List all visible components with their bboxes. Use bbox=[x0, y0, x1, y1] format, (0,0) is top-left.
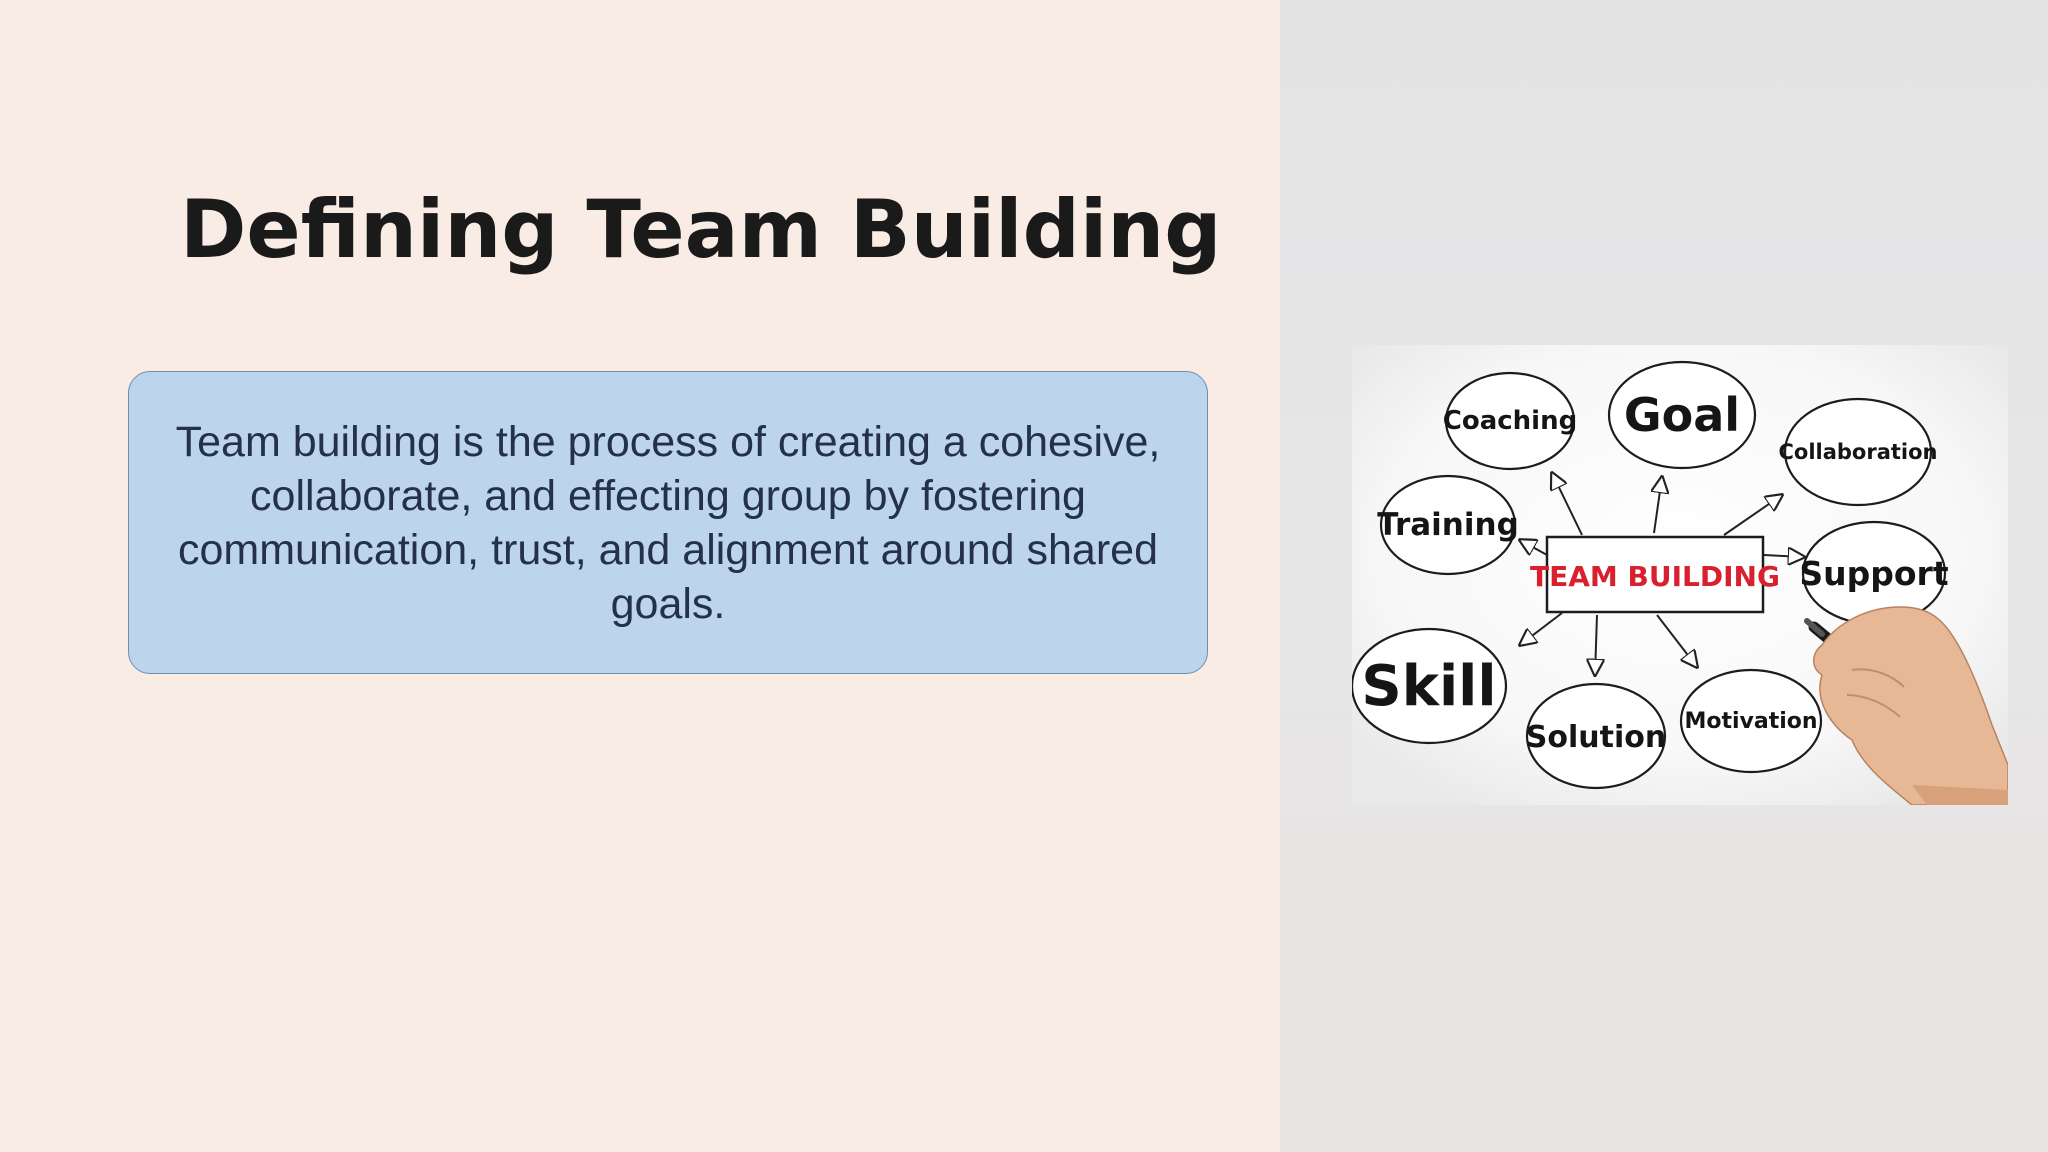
solution-bubble bbox=[1525, 682, 1667, 790]
slide-title: Defining Team Building bbox=[180, 183, 1222, 276]
arrow-to-training bbox=[1520, 540, 1548, 556]
mind-map-ellipses bbox=[1352, 360, 1947, 790]
hand-holding-marker-icon bbox=[1804, 606, 2008, 805]
definition-text: Team building is the process of creating… bbox=[175, 417, 1161, 628]
arrow-to-coaching bbox=[1552, 473, 1583, 536]
mind-map-arrows bbox=[1520, 473, 1804, 675]
training-label: Training bbox=[1377, 507, 1519, 543]
support-label: Support bbox=[1799, 554, 1948, 593]
motivation-bubble bbox=[1679, 668, 1823, 774]
arrow-to-solution bbox=[1595, 614, 1597, 675]
goal-bubble bbox=[1607, 360, 1757, 470]
goal-label: Goal bbox=[1624, 388, 1740, 442]
collaboration-label: Collaboration bbox=[1778, 440, 1937, 464]
motivation-label: Motivation bbox=[1684, 709, 1817, 734]
arrow-to-collaboration bbox=[1723, 495, 1782, 536]
collaboration-bubble bbox=[1783, 397, 1933, 507]
skill-bubble bbox=[1352, 627, 1508, 745]
arrow-to-skill bbox=[1520, 612, 1563, 645]
arrow-to-goal bbox=[1654, 477, 1662, 534]
definition-callout: Team building is the process of creating… bbox=[128, 371, 1208, 674]
coaching-bubble bbox=[1444, 371, 1576, 471]
center-box bbox=[1545, 535, 1765, 614]
solution-label: Solution bbox=[1526, 720, 1666, 755]
training-bubble bbox=[1379, 474, 1517, 576]
coaching-label: Coaching bbox=[1443, 406, 1577, 436]
arrow-to-support bbox=[1763, 555, 1804, 557]
team-building-mind-map-image: TEAM BUILDING Coaching Goal Collaboratio… bbox=[1352, 345, 2008, 805]
skill-label: Skill bbox=[1361, 654, 1496, 719]
mind-map-svg: TEAM BUILDING Coaching Goal Collaboratio… bbox=[1352, 345, 2008, 805]
arrow-to-motivation bbox=[1656, 614, 1697, 667]
center-label: TEAM BUILDING bbox=[1530, 560, 1780, 593]
